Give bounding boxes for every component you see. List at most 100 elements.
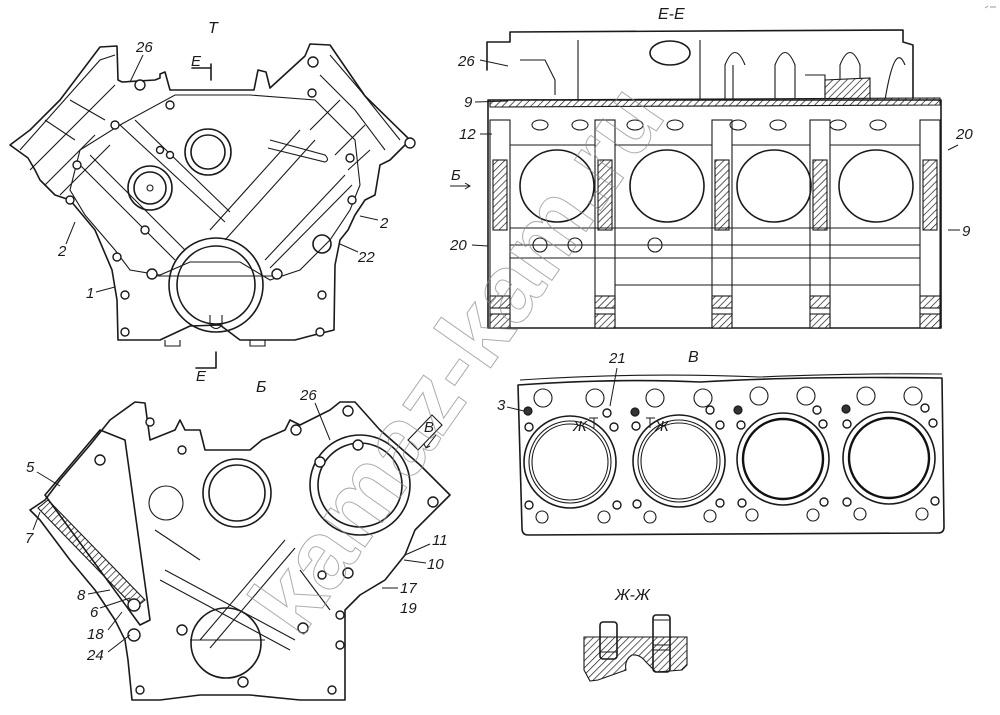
callout-leader — [474, 100, 509, 103]
rear-view: Б В 26 5 — [25, 379, 451, 701]
section-ee-view: Е-Е — [449, 6, 973, 329]
section-ee-horizontal-lines — [510, 144, 920, 286]
section-zhzh-dowel-lines — [600, 619, 670, 653]
section-ee-valves — [724, 51, 906, 101]
callout-19: 19 — [400, 600, 417, 617]
callout-18: 18 — [87, 626, 104, 643]
view-v-arrow-label: В — [424, 419, 434, 436]
section-ee-gallery — [647, 237, 663, 253]
callout-8: 8 — [77, 587, 86, 604]
section-ee-title: Е-Е — [658, 6, 685, 23]
callout-leader — [403, 559, 427, 564]
section-zhzh-title: Ж-Ж — [614, 587, 651, 604]
section-mark-zh-left: Ж — [572, 418, 588, 435]
front-dowel — [209, 315, 223, 330]
rear-left-bore-inner — [208, 464, 266, 522]
section-zhzh-dowel-left — [599, 621, 618, 660]
section-cut-zh-left — [589, 417, 598, 428]
rear-bolts — [94, 405, 439, 695]
callout-2-left: 2 — [57, 243, 67, 260]
view-arrow-b — [450, 182, 471, 190]
callout-10: 10 — [427, 556, 444, 573]
callout-9-top: 9 — [464, 94, 473, 111]
callout-leader — [404, 543, 431, 556]
section-ee-top-details — [520, 40, 826, 100]
callout-leader — [32, 511, 41, 531]
section-mark-e-bottom: Е — [196, 368, 207, 385]
callout-26-front: 26 — [135, 39, 153, 56]
callout-leader — [95, 286, 116, 293]
front-pump-boss-outer — [127, 165, 173, 211]
callout-24: 24 — [86, 647, 104, 664]
callout-20-right: 20 — [955, 126, 973, 143]
gasket-view-v: В — [497, 349, 945, 536]
callout-21: 21 — [608, 350, 626, 367]
front-bolts — [65, 56, 416, 337]
front-slot — [267, 139, 329, 163]
front-outline — [9, 43, 411, 341]
section-cut-line-top — [191, 63, 212, 81]
callout-leader — [99, 597, 131, 609]
front-pump-center — [146, 184, 154, 192]
callout-leader — [471, 244, 489, 247]
section-ee-webs — [489, 119, 941, 329]
callout-9-right: 9 — [962, 223, 971, 240]
rear-left-cover — [44, 429, 151, 626]
front-main-bore-inner — [176, 245, 256, 325]
callout-12: 12 — [459, 126, 476, 143]
section-mark-zh-right: Ж — [654, 418, 670, 435]
callout-leader — [947, 144, 959, 151]
front-bearing-bolt-left — [146, 268, 158, 280]
callout-17: 17 — [400, 580, 417, 597]
section-mark-e-top: Е — [191, 53, 202, 70]
rear-ribs — [154, 529, 331, 651]
front-pump-boss-inner — [133, 171, 167, 205]
callout-1: 1 — [86, 285, 94, 302]
callout-leader — [65, 221, 76, 245]
gasket-bores — [523, 411, 936, 509]
corner-mark — [984, 5, 996, 9]
section-cut-zh-right — [646, 417, 655, 428]
front-right-bank — [309, 54, 401, 171]
callout-26-rear: 26 — [299, 387, 317, 404]
rear-left-bore-outer — [202, 458, 272, 528]
callout-2-right: 2 — [379, 215, 389, 232]
callout-22: 22 — [357, 249, 375, 266]
callout-3: 3 — [497, 397, 506, 414]
callout-7: 7 — [25, 530, 34, 547]
callout-5: 5 — [26, 459, 35, 476]
section-ee-gallery — [532, 237, 548, 253]
callout-20-left: 20 — [449, 237, 467, 254]
callout-leader — [609, 367, 618, 407]
gasket-holes — [523, 386, 940, 524]
section-zhzh-view: Ж-Ж — [583, 587, 688, 682]
rear-right-bore-outer — [309, 434, 411, 536]
section-zhzh-dowel-right — [652, 614, 671, 673]
section-ee-cylinders — [519, 149, 914, 223]
section-cut-line-bottom — [195, 351, 217, 369]
section-ee-top-outline — [486, 29, 914, 101]
rear-view-title: Б — [256, 379, 266, 396]
callout-leader — [87, 589, 111, 595]
callout-26-section: 26 — [457, 53, 475, 70]
callout-leader — [506, 406, 525, 412]
callout-leader — [314, 402, 331, 441]
section-ee-arrow-label: Б — [451, 167, 461, 184]
front-bottom-studs — [164, 340, 266, 347]
front-upper-boss-inner — [190, 134, 226, 170]
section-zhzh-body — [583, 636, 688, 682]
rear-outline — [29, 401, 451, 701]
rear-main-bore — [190, 607, 262, 679]
section-ee-top-oval — [649, 40, 691, 66]
section-ee-oil-holes — [531, 119, 887, 131]
gasket-view-title: В — [688, 349, 699, 366]
callout-leader — [479, 59, 509, 67]
front-left-bank — [19, 54, 116, 196]
front-main-bore-outer — [168, 237, 264, 333]
front-view: Т Е — [9, 20, 416, 385]
rear-left-flange — [37, 499, 146, 609]
callout-leader — [129, 54, 144, 83]
section-ee-gallery — [567, 237, 583, 253]
callout-leader — [107, 611, 123, 631]
